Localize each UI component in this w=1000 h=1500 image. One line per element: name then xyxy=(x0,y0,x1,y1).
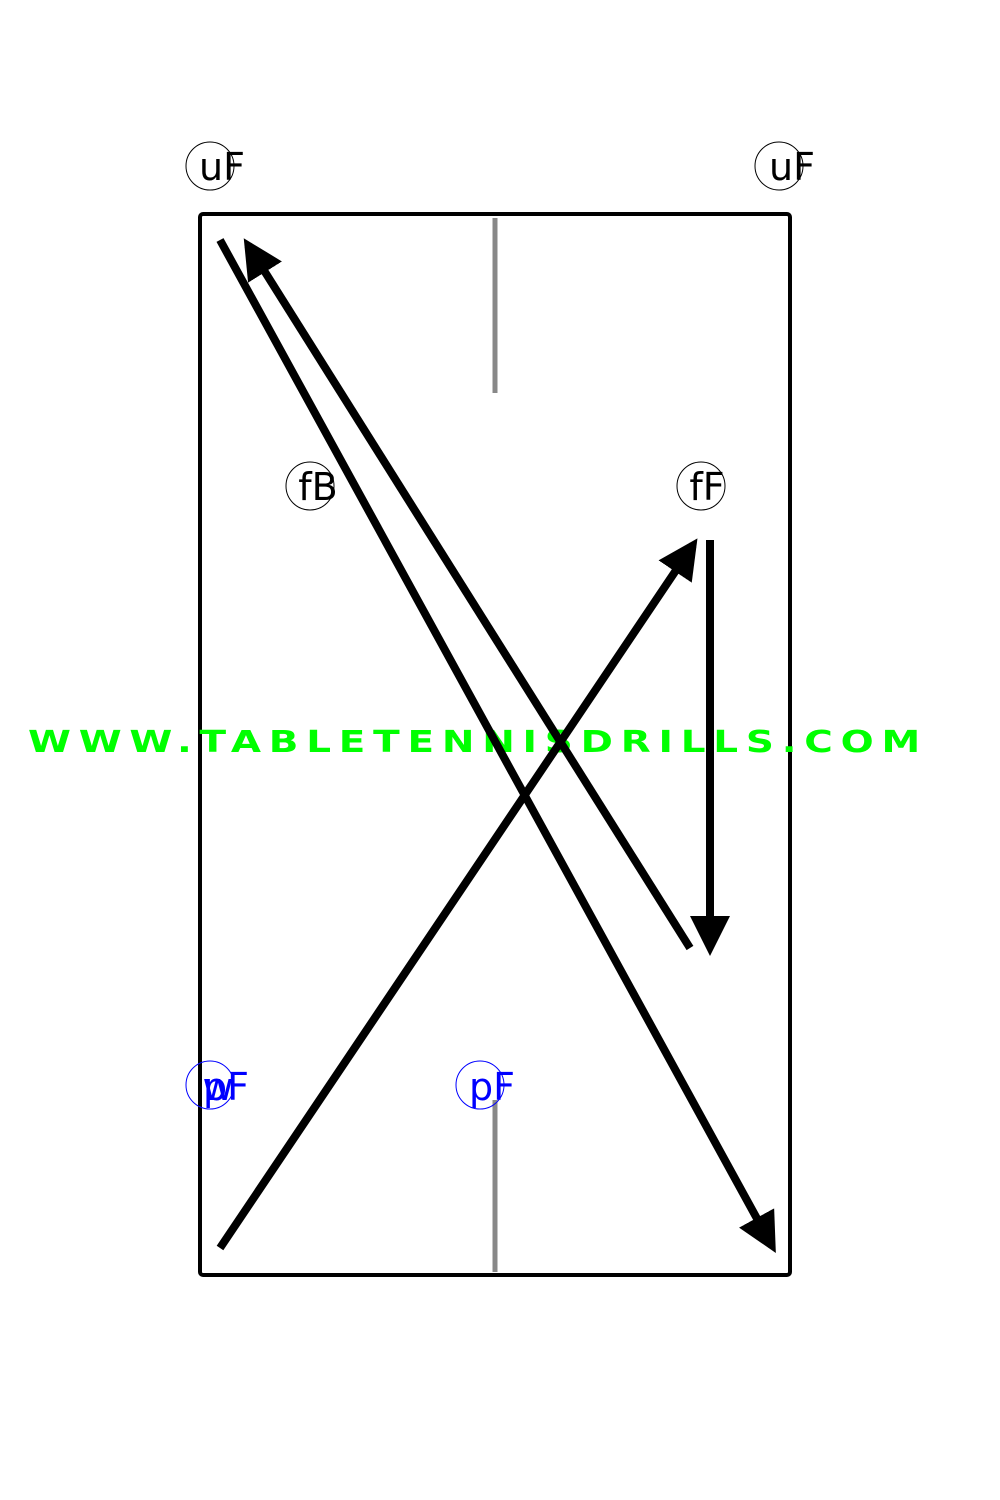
marker-bottom-left-overlap-label: w xyxy=(202,1065,233,1109)
marker-top-right: uF xyxy=(754,141,815,191)
marker-mid-left: fB xyxy=(285,461,338,511)
marker-bottom-left-label: pF xyxy=(203,1065,249,1109)
marker-mid-right-label: fF xyxy=(689,465,724,509)
path-top-left-to-bottom-right xyxy=(216,238,776,1254)
marker-bottom-center-label: pF xyxy=(469,1065,515,1109)
table-outline xyxy=(198,212,792,1277)
watermark-text: WWW.TABLETENNISDRILLS.COM xyxy=(28,725,928,760)
marker-mid-right: fF xyxy=(676,461,726,511)
path-bottom-right-to-top-left xyxy=(243,238,694,951)
marker-top-right-label: uF xyxy=(769,145,815,189)
marker-top-left-label: uF xyxy=(199,145,245,189)
marker-bottom-left: w pF xyxy=(185,1060,249,1110)
marker-top-left: uF xyxy=(185,141,245,191)
marker-mid-left-label: fB xyxy=(298,465,337,509)
path-bottom-left-to-mid-right xyxy=(216,538,698,1251)
marker-bottom-center: pF xyxy=(455,1060,515,1110)
